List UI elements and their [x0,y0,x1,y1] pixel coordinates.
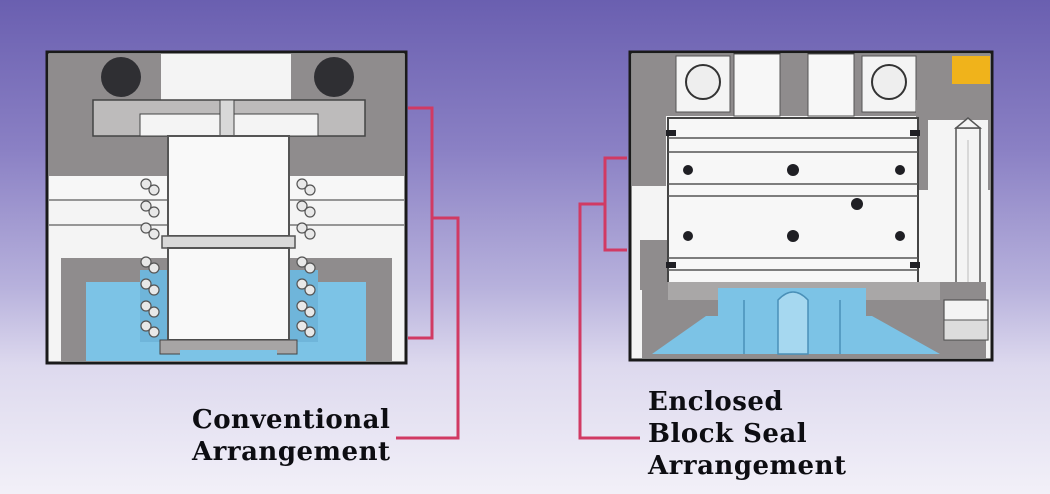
enclosed-label-line-3: Arrangement [648,451,847,481]
enclosed-label-line-2: Block Seal [648,419,808,449]
conventional-label-line-2: Arrangement [192,437,391,467]
conventional-arrangement-label: Conventional Arrangement [192,404,391,468]
conventional-seal-diagram [45,50,408,365]
enclosed-block-seal-label: Enclosed Block Seal Arrangement [648,386,847,482]
conventional-label-line-1: Conventional [192,405,391,435]
enclosed-block-seal-diagram [628,50,994,362]
enclosed-label-line-1: Enclosed [648,387,784,417]
conventional-leader-line [396,106,460,440]
enclosed-leader-line [578,156,640,440]
